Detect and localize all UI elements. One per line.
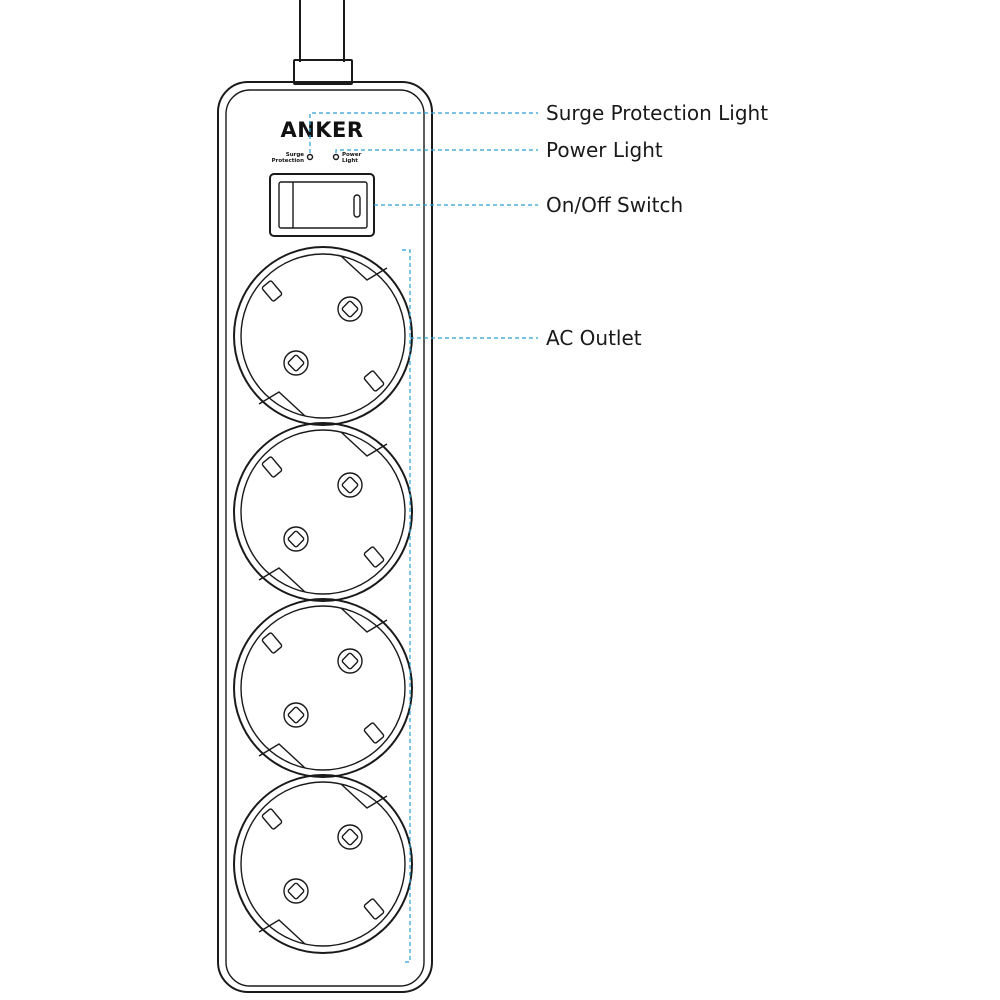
contact-tab <box>363 722 385 744</box>
pin-hole-inner <box>341 476 359 494</box>
power-label-line2: Light <box>342 158 358 164</box>
contact-tab <box>261 808 283 830</box>
pin-hole <box>283 526 309 552</box>
surge-label-line2: Protection <box>272 158 304 164</box>
contact-tab <box>261 456 283 478</box>
pin-hole-inner <box>341 652 359 670</box>
pin-hole-inner <box>287 530 305 548</box>
on-off-switch[interactable] <box>269 173 375 237</box>
ac-outlet[interactable] <box>233 246 413 426</box>
contact-tab <box>363 370 385 392</box>
ground-clip <box>258 391 306 417</box>
ground-clip <box>340 783 388 809</box>
callout-on-off-switch: On/Off Switch <box>546 193 683 217</box>
pin-hole <box>283 350 309 376</box>
surge-leader-line <box>309 112 538 153</box>
callout-surge-protection-light: Surge Protection Light <box>546 101 768 125</box>
power-light-icon <box>332 153 340 161</box>
power-indicator: Power Light <box>332 152 362 164</box>
power-cable <box>293 0 353 85</box>
callout-power-light: Power Light <box>546 138 663 162</box>
contact-tab <box>261 280 283 302</box>
ac-outlets <box>233 246 413 954</box>
contact-tab <box>363 898 385 920</box>
pin-hole-inner <box>287 882 305 900</box>
strip-body <box>217 81 433 993</box>
pin-hole-inner <box>287 706 305 724</box>
ac-outlet[interactable] <box>233 598 413 778</box>
callout-ac-outlet: AC Outlet <box>546 326 642 350</box>
surge-label-line1: Surge <box>286 152 305 158</box>
outlet-bracket <box>402 249 411 963</box>
power-leader-line <box>335 149 538 153</box>
surge-protection-indicator: Surge Protection <box>272 152 314 164</box>
pin-hole <box>283 878 309 904</box>
ground-clip <box>340 255 388 281</box>
surge-light-icon <box>306 153 314 161</box>
ground-clip <box>258 919 306 945</box>
ac-outlet[interactable] <box>233 774 413 954</box>
pin-hole <box>283 702 309 728</box>
power-label-line1: Power <box>342 152 362 158</box>
pin-hole <box>337 472 363 498</box>
pin-hole-inner <box>341 300 359 318</box>
pin-hole <box>337 648 363 674</box>
ground-clip <box>340 607 388 633</box>
contact-tab <box>363 546 385 568</box>
pin-hole-inner <box>341 828 359 846</box>
ground-clip <box>258 743 306 769</box>
pin-hole-inner <box>287 354 305 372</box>
pin-hole <box>337 296 363 322</box>
ground-clip <box>258 567 306 593</box>
ground-clip <box>340 431 388 457</box>
brand-logo: ANKER <box>280 118 363 142</box>
ac-outlet[interactable] <box>233 422 413 602</box>
switch-indicator-icon <box>353 194 361 218</box>
contact-tab <box>261 632 283 654</box>
pin-hole <box>337 824 363 850</box>
